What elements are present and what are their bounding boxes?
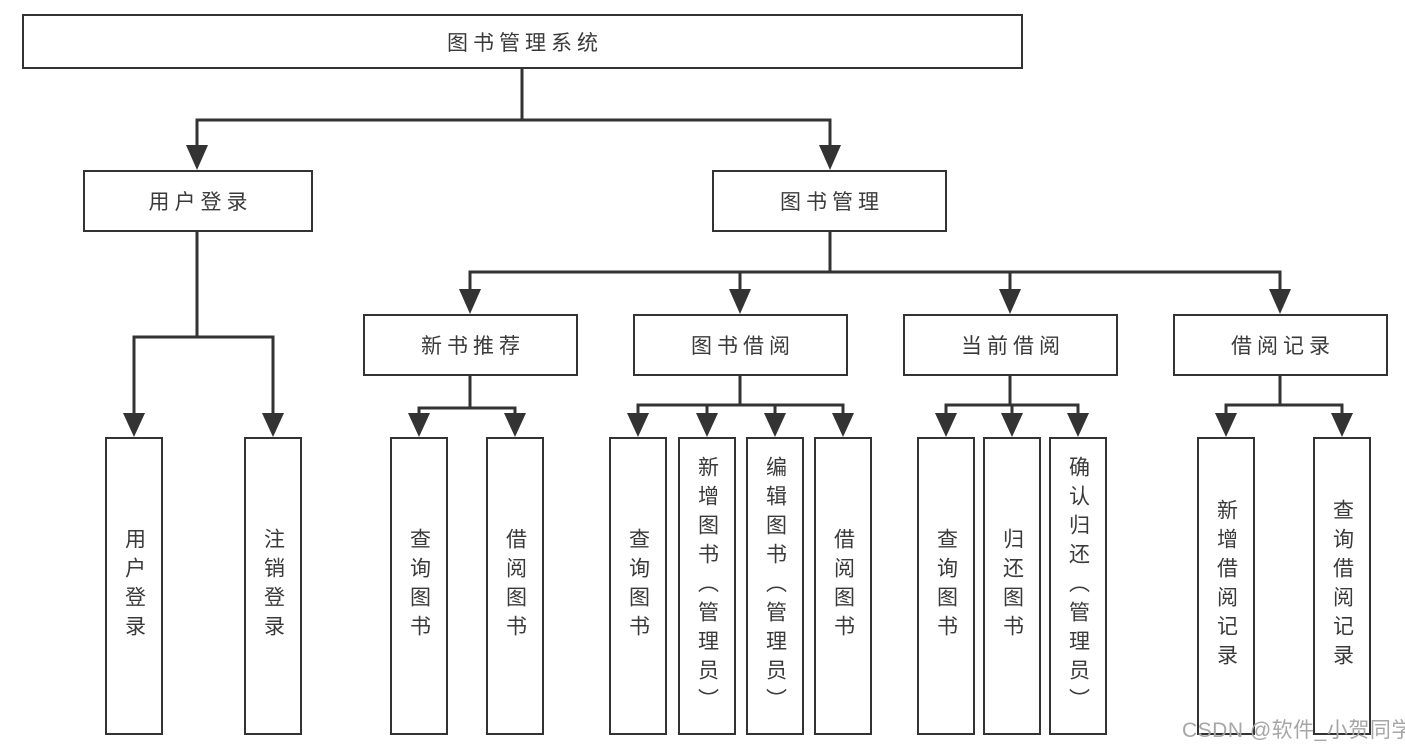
- node-user-login: 用户登录: [83, 170, 313, 232]
- node-label: 查询借阅记录: [1330, 499, 1354, 673]
- node-label: 注销登录: [261, 528, 285, 644]
- node-label: 编辑图书（管理员）: [763, 455, 787, 717]
- node-leaf-borrow-books: 借阅图书: [814, 437, 872, 735]
- node-label: 图书借阅: [691, 335, 795, 358]
- node-book-borrowing: 图书借阅: [633, 314, 848, 376]
- node-label: 新增图书（管理员）: [695, 455, 719, 717]
- node-label: 新增借阅记录: [1214, 499, 1238, 673]
- node-leaf-add-borrow-record: 新增借阅记录: [1197, 437, 1255, 735]
- node-book-management: 图书管理: [712, 170, 947, 232]
- node-leaf-borrow-books-recommend: 借阅图书: [486, 437, 544, 735]
- node-label: 查询图书: [934, 528, 958, 644]
- node-leaf-confirm-return-admin: 确认归还（管理员）: [1049, 437, 1107, 735]
- node-library-management-system: 图书管理系统: [22, 14, 1023, 69]
- node-label: 用户登录: [122, 528, 146, 644]
- node-label: 当前借阅: [961, 335, 1065, 358]
- node-leaf-logout: 注销登录: [244, 437, 302, 735]
- node-label: 借阅图书: [831, 528, 855, 644]
- node-new-book-recommendation: 新书推荐: [363, 314, 578, 376]
- node-label: 确认归还（管理员）: [1066, 455, 1090, 717]
- node-label: 归还图书: [1000, 528, 1024, 644]
- node-label: 新书推荐: [421, 335, 525, 358]
- node-label: 借阅图书: [503, 528, 527, 644]
- node-label: 借阅记录: [1231, 335, 1335, 358]
- node-label: 图书管理: [780, 191, 884, 214]
- node-leaf-edit-book-admin: 编辑图书（管理员）: [746, 437, 804, 735]
- node-borrowing-records: 借阅记录: [1173, 314, 1388, 376]
- node-label: 查询图书: [626, 528, 650, 644]
- node-leaf-return-books: 归还图书: [983, 437, 1041, 735]
- node-label: 图书管理系统: [447, 31, 603, 55]
- node-current-borrowing: 当前借阅: [903, 314, 1118, 376]
- node-leaf-query-borrow-record: 查询借阅记录: [1313, 437, 1371, 735]
- node-leaf-query-books-borrowing: 查询图书: [609, 437, 667, 735]
- csdn-watermark: CSDN @软件_小贺同学: [1182, 719, 1405, 742]
- node-leaf-add-book-admin: 新增图书（管理员）: [678, 437, 736, 735]
- node-leaf-user-login: 用户登录: [105, 437, 163, 735]
- node-label: 用户登录: [148, 191, 253, 214]
- node-leaf-query-books-recommend: 查询图书: [390, 437, 448, 735]
- node-label: 查询图书: [407, 528, 431, 644]
- node-leaf-query-books-current: 查询图书: [917, 437, 975, 735]
